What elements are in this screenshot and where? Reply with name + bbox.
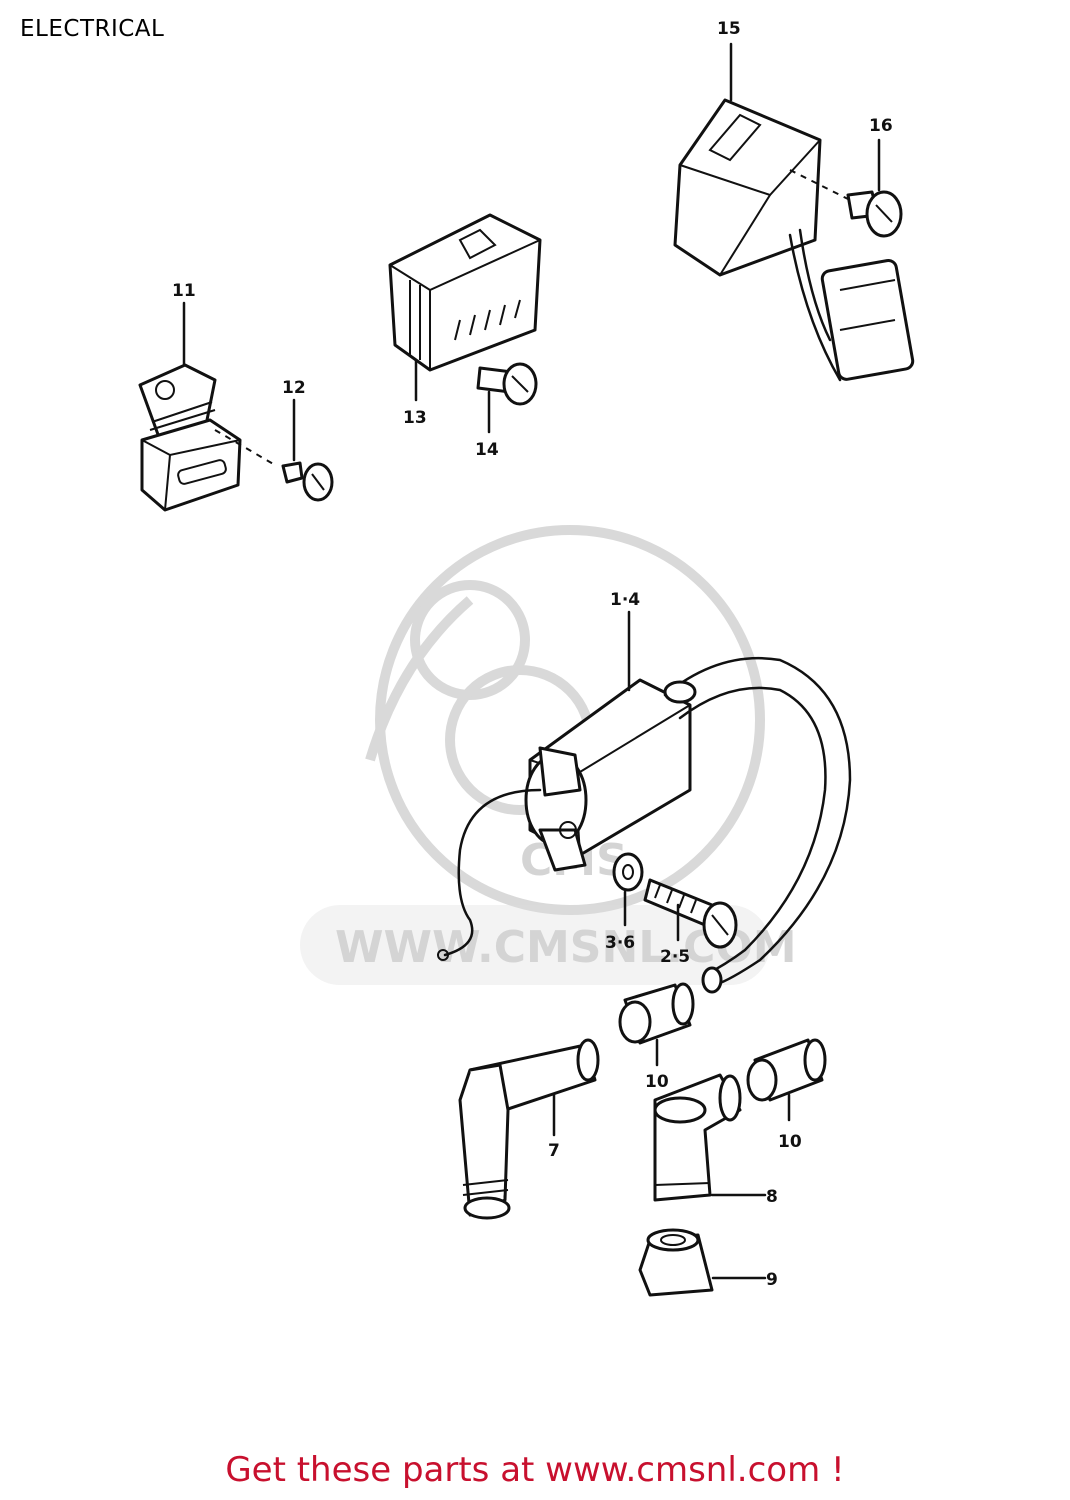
parts-diagram: CMS WWW.CMSNL.COM 15 16 13 [138, 19, 915, 1297]
part-12-bolt[interactable] [281, 461, 334, 502]
callout-10a: 10 [645, 1072, 669, 1092]
part-3-6-washer[interactable] [612, 852, 644, 892]
part-7-plug-cap[interactable] [458, 1038, 600, 1220]
part-16-screw[interactable] [846, 190, 903, 238]
part-14-screw[interactable] [476, 362, 538, 406]
part-15-cdi-unit[interactable] [673, 98, 915, 382]
callout-1-4: 1·4 [610, 590, 640, 610]
part-1-4-ignition-coil[interactable] [437, 656, 852, 994]
callout-11: 11 [172, 281, 196, 301]
part-2-5-screw[interactable] [643, 878, 738, 949]
part-11-relay[interactable] [138, 363, 242, 512]
callout-10b: 10 [778, 1132, 802, 1152]
part-9-cover[interactable] [638, 1228, 714, 1297]
watermark-logo: CMS WWW.CMSNL.COM [300, 525, 797, 985]
page-title: ELECTRICAL [20, 16, 165, 42]
part-10a-cap[interactable] [618, 982, 695, 1045]
callout-9: 9 [766, 1270, 778, 1290]
footer-shop-link[interactable]: Get these parts at www.cmsnl.com ! [225, 1450, 845, 1490]
part-8-plug-cap[interactable] [653, 1073, 742, 1202]
callout-16: 16 [869, 116, 893, 136]
callout-14: 14 [475, 440, 499, 460]
callout-15: 15 [717, 19, 741, 39]
callout-12: 12 [282, 378, 306, 398]
part-13-regulator[interactable] [388, 213, 542, 372]
callout-7: 7 [548, 1141, 560, 1161]
callout-3-6: 3·6 [605, 933, 635, 953]
part-10b-cap[interactable] [746, 1038, 827, 1102]
callout-2-5: 2·5 [660, 947, 690, 967]
callout-8: 8 [766, 1187, 778, 1207]
callout-13: 13 [403, 408, 427, 428]
